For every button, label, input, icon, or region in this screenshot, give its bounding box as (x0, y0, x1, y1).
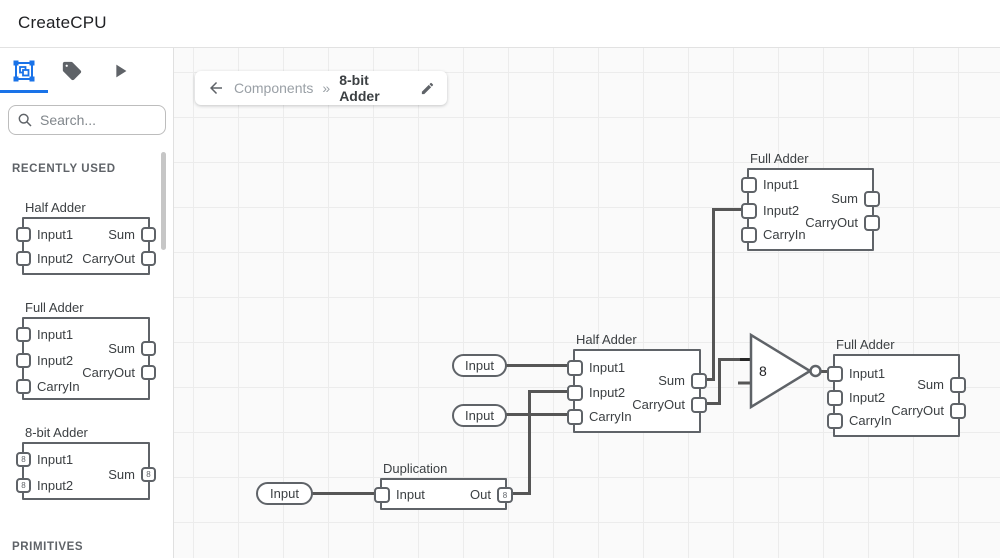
wire-segment[interactable] (707, 402, 720, 405)
tag-icon (62, 61, 82, 80)
buffer-bus-width: 8 (759, 363, 767, 379)
wire-segment[interactable] (820, 370, 830, 373)
port-sum[interactable]: Sum (658, 373, 707, 389)
search-box[interactable] (8, 105, 166, 135)
pencil-icon (421, 82, 434, 94)
wire-segment[interactable] (718, 358, 721, 405)
port-input2[interactable]: Input2 (827, 390, 885, 406)
input-node[interactable]: Input (452, 404, 507, 427)
wire-segment[interactable] (504, 364, 570, 367)
port-carryin[interactable]: CarryIn (16, 379, 80, 394)
wire-segment[interactable] (712, 208, 744, 211)
back-button[interactable] (207, 79, 225, 97)
library-half-adder[interactable]: Half Adder Input1 Input2 Sum CarryOut (16, 200, 156, 275)
port-sum[interactable]: Sum (831, 191, 880, 207)
port-input2[interactable]: Input2 (16, 353, 73, 368)
buffer-triangle[interactable] (749, 332, 813, 410)
breadcrumb-parent[interactable]: Components (234, 80, 314, 96)
port-carryout[interactable]: CarryOut (891, 403, 966, 419)
tab-components[interactable] (0, 48, 48, 93)
recently-used-heading: RECENTLY USED (12, 163, 116, 175)
component-title: Half Adder (25, 200, 86, 215)
sidebar-scrollbar[interactable] (161, 152, 166, 250)
port-input2[interactable]: Input2 (741, 203, 799, 219)
breadcrumb-current: 8-bit Adder (339, 72, 380, 104)
node-title: Duplication (383, 461, 448, 476)
port-carryout[interactable]: CarryOut (82, 365, 156, 380)
wire-segment[interactable] (507, 492, 531, 495)
node-full-adder-right[interactable]: Full Adder Input1 Input2 CarryIn Sum Car… (827, 337, 966, 437)
wire-segment[interactable] (718, 358, 752, 361)
input-node[interactable]: Input (452, 354, 507, 377)
buffer-bubble[interactable] (809, 364, 822, 378)
port-sum[interactable]: Sum (108, 341, 156, 356)
tab-simulate[interactable] (96, 48, 144, 93)
port-sum[interactable]: Sum (917, 377, 966, 393)
wire-segment[interactable] (310, 492, 376, 495)
port-carryout[interactable]: CarryOut (82, 251, 156, 266)
edit-name-button[interactable] (420, 81, 435, 96)
primitives-heading: PRIMITIVES (12, 541, 84, 553)
port-carryin[interactable]: CarryIn (741, 227, 806, 243)
port-input1[interactable]: Input1 (827, 366, 885, 382)
components-icon (13, 60, 35, 81)
wire-segment[interactable] (504, 413, 570, 416)
port-carryin[interactable]: CarryIn (827, 413, 892, 429)
port-carryin[interactable]: CarryIn (567, 409, 632, 425)
sidebar: RECENTLY USED Half Adder Input1 Input2 S… (0, 48, 174, 558)
active-tab-indicator (0, 90, 48, 93)
play-icon (116, 64, 127, 77)
input-node[interactable]: Input (256, 482, 313, 505)
sidebar-tabs (0, 48, 174, 93)
component-title: 8-bit Adder (25, 425, 88, 440)
node-half-adder[interactable]: Half Adder Input1 Input2 CarryIn Sum Car… (567, 332, 707, 433)
breadcrumb-separator: » (322, 80, 331, 96)
port-input2[interactable]: Input2 (567, 385, 625, 401)
port-input[interactable]: Input (374, 487, 425, 503)
port-carryout[interactable]: CarryOut (805, 215, 880, 231)
port-sum[interactable]: Sum (108, 227, 156, 242)
node-title: Full Adder (836, 337, 895, 352)
port-input1[interactable]: Input1 (567, 360, 625, 376)
wire-segment[interactable] (528, 390, 570, 393)
library-full-adder[interactable]: Full Adder Input1 Input2 CarryIn Sum Car… (16, 300, 156, 400)
search-icon (18, 113, 32, 127)
node-buffer-gate[interactable]: 8 (734, 331, 826, 413)
wire-segment[interactable] (712, 208, 715, 380)
port-input1[interactable]: Input1 (16, 327, 73, 342)
arrow-left-icon (210, 82, 222, 94)
app-title: CreateCPU (18, 13, 107, 32)
component-title: Full Adder (25, 300, 84, 315)
node-full-adder-top[interactable]: Full Adder Input1 Input2 CarryIn Sum Car… (741, 151, 880, 251)
editor-canvas[interactable]: Components » 8-bit Adder Input Input Inp… (174, 48, 1000, 558)
wire-segment[interactable] (740, 358, 752, 361)
wire-segment[interactable] (528, 390, 531, 495)
node-title: Full Adder (750, 151, 809, 166)
tab-tags[interactable] (48, 48, 96, 93)
search-input[interactable] (40, 112, 150, 128)
app-header: CreateCPU (0, 0, 1000, 48)
port-input1[interactable]: Input1 (741, 177, 799, 193)
wire-segment[interactable] (707, 378, 715, 381)
port-carryout[interactable]: CarryOut (632, 397, 707, 413)
port-input1[interactable]: Input1 (16, 227, 73, 242)
breadcrumb: Components » 8-bit Adder (195, 71, 447, 105)
port-input2[interactable]: Input2 (16, 251, 73, 266)
node-title: Half Adder (576, 332, 637, 347)
